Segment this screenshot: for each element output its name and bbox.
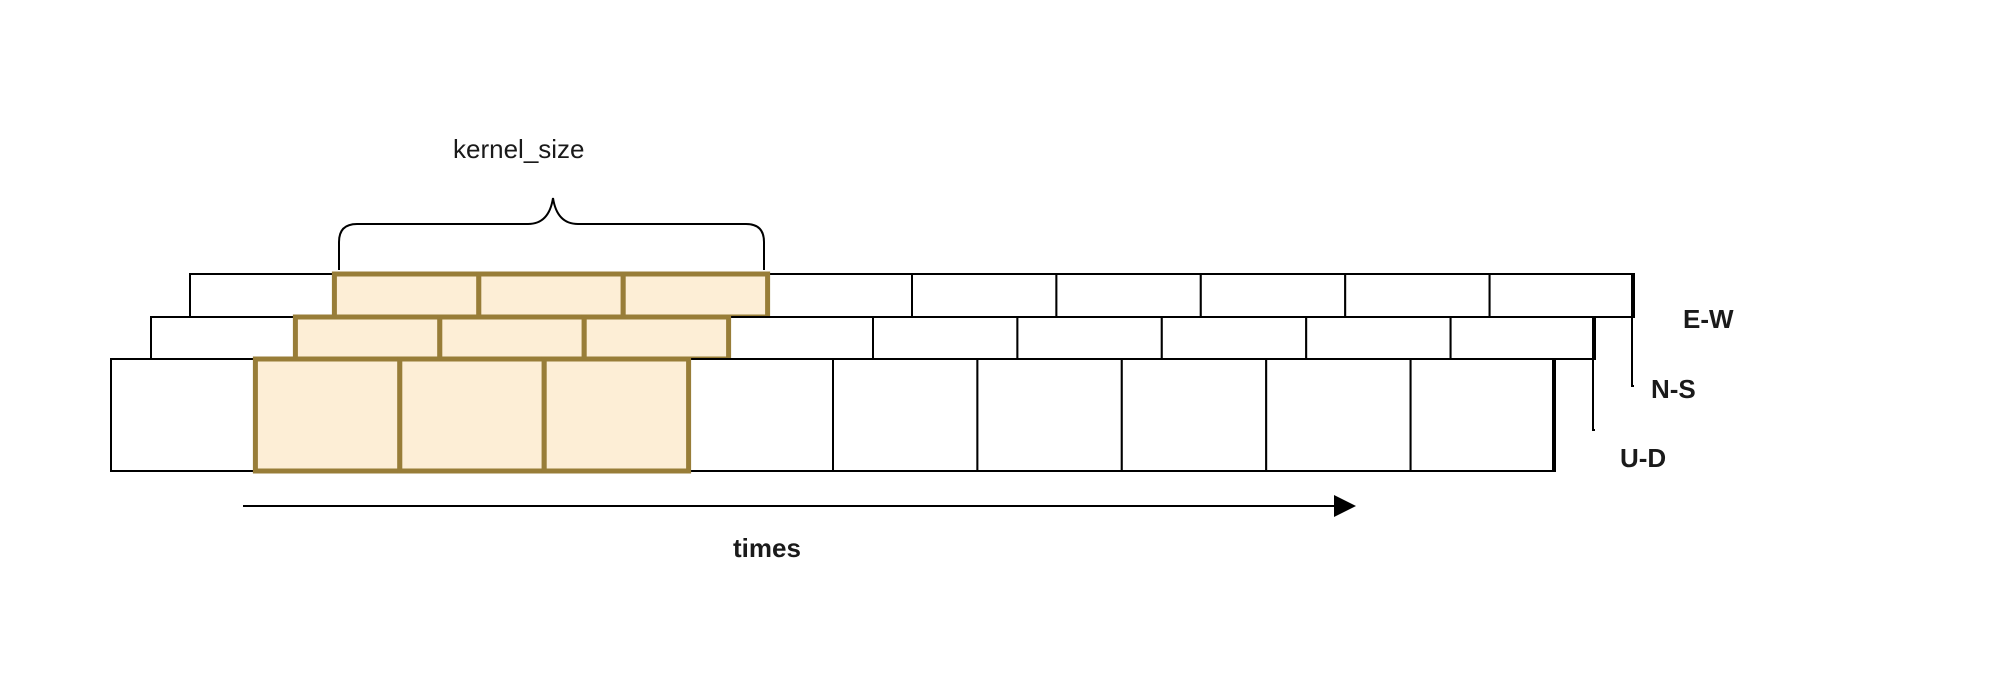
- time-step-cell-e-w: [1199, 273, 1347, 318]
- channel-label-u-d: U-D: [1620, 443, 1666, 473]
- channel-outline-u-d: [1552, 358, 1555, 472]
- kernel-cell-n-s: [437, 314, 587, 362]
- time-step-cell-e-w: [766, 273, 913, 318]
- time-step-cell-u-d: [976, 358, 1123, 472]
- channel-outline-e-w: [1631, 273, 1634, 387]
- time-step-cell-u-d: [1409, 358, 1556, 472]
- kernel-cell-n-s: [581, 314, 732, 362]
- channel-label-n-s: N-S: [1651, 374, 1696, 404]
- kernel-cell-u-d: [397, 356, 547, 474]
- time-step-cell-n-s: [1305, 316, 1452, 360]
- channel-layer-e-w: [189, 271, 1635, 387]
- time-step-cell-n-s: [872, 316, 1019, 360]
- time-step-cell-u-d: [1265, 358, 1412, 472]
- time-step-cell-n-s: [727, 316, 874, 360]
- time-step-cell-u-d: [832, 358, 979, 472]
- time-step-cell-e-w: [1344, 273, 1491, 318]
- time-axis-label: times: [733, 533, 801, 563]
- kernel-brace: [338, 197, 765, 270]
- channel-layer-u-d: [110, 356, 1556, 474]
- time-step-cell-u-d: [687, 358, 834, 472]
- time-step-cell-n-s: [150, 316, 297, 360]
- time-axis-arrowhead: [1334, 495, 1356, 517]
- time-step-cell-e-w: [1055, 273, 1202, 318]
- kernel-size-label: kernel_size: [453, 134, 585, 164]
- time-step-cell-n-s: [1016, 316, 1163, 360]
- channel-layer-n-s: [150, 314, 1596, 431]
- time-step-cell-e-w: [189, 273, 336, 318]
- channel-label-e-w: E-W: [1683, 304, 1734, 334]
- kernel-cell-u-d: [541, 356, 692, 474]
- kernel-cell-e-w: [620, 271, 771, 320]
- time-step-cell-u-d: [1120, 358, 1268, 472]
- time-step-cell-e-w: [1488, 273, 1635, 318]
- time-step-cell-e-w: [911, 273, 1058, 318]
- kernel-cell-e-w: [331, 271, 482, 320]
- time-step-cell-n-s: [1449, 316, 1596, 360]
- time-step-cell-u-d: [110, 358, 257, 472]
- kernel-cell-n-s: [292, 314, 443, 362]
- kernel-cell-u-d: [252, 356, 403, 474]
- kernel-cell-e-w: [476, 271, 626, 320]
- channel-outline-n-s: [1592, 316, 1595, 431]
- time-step-cell-n-s: [1160, 316, 1308, 360]
